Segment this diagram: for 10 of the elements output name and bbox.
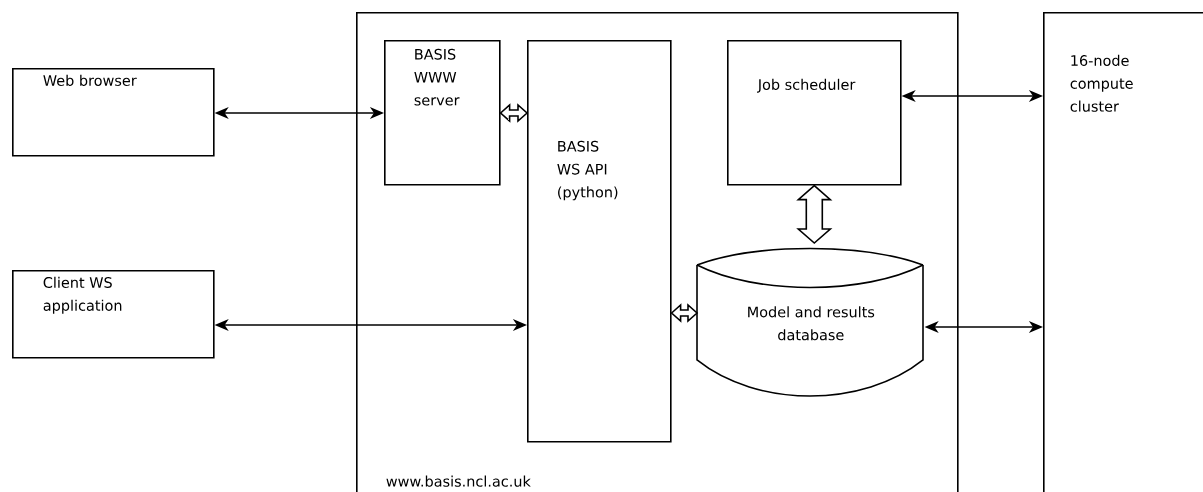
process-box: BASIS WS API (python) <box>527 40 672 443</box>
double-arrow <box>796 184 833 245</box>
process-box: Job scheduler <box>727 40 902 186</box>
double-arrow <box>670 303 699 323</box>
double-arrow <box>499 103 529 123</box>
database-cylinder: Model and results database <box>696 247 924 397</box>
process-box: Web browser <box>12 68 215 157</box>
process-box: BASIS WWW server <box>384 40 501 186</box>
cluster-box: 16-node compute cluster <box>1043 12 1203 492</box>
process-box: Client WS application <box>12 270 215 359</box>
